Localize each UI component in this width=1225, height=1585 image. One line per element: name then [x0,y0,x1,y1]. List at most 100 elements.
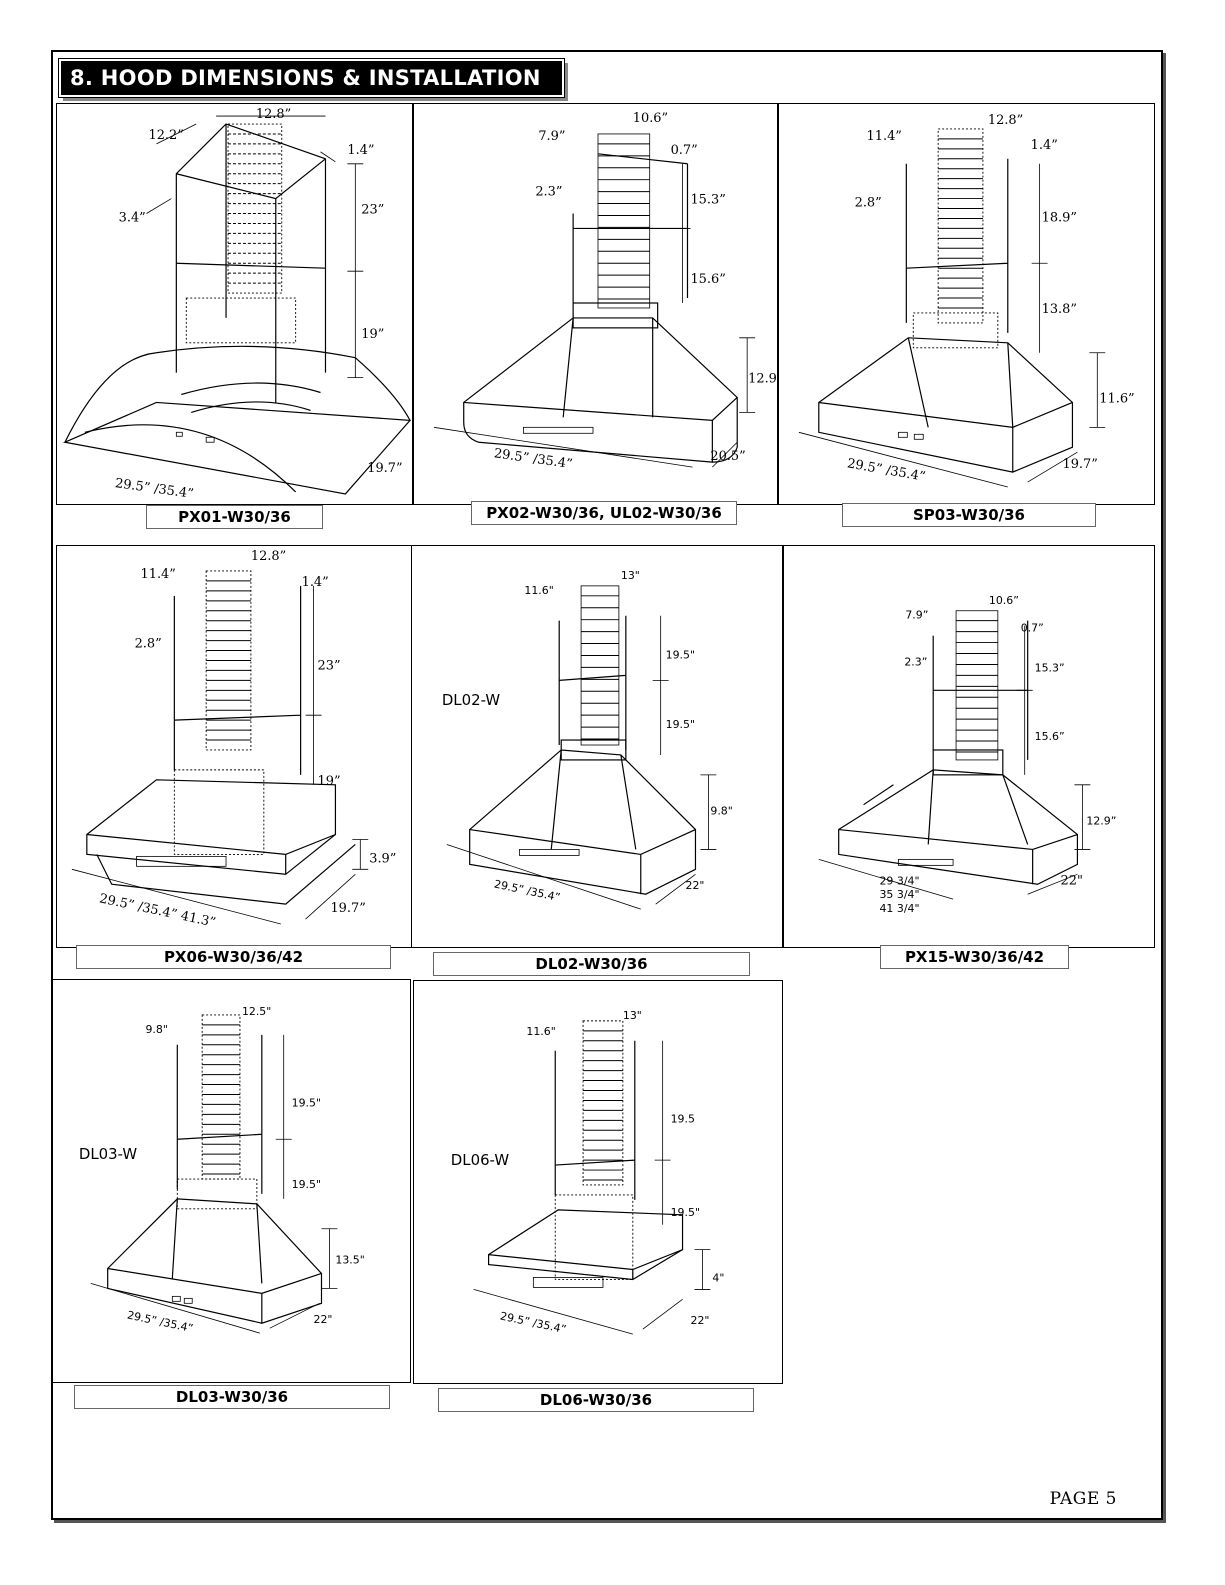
hood-diagram-dl02: DL02-W 13" 11.6" 19.5" 19.5" 9.8" 29.5” … [411,545,783,948]
svg-text:1.4”: 1.4” [347,143,374,158]
page-frame [51,50,1163,1520]
section-title: 8. HOOD DIMENSIONS & INSTALLATION OVERVI… [58,58,565,124]
svg-text:10.6”: 10.6” [633,111,668,126]
model-label-px01: PX01-W30/36 [146,505,323,529]
svg-text:2.8”: 2.8” [135,637,162,652]
svg-text:12.8”: 12.8” [988,113,1023,128]
svg-text:13": 13" [621,569,640,582]
svg-text:18.9”: 18.9” [1042,210,1077,225]
duct-coil [937,128,984,324]
svg-text:19.5": 19.5" [671,1206,700,1219]
svg-text:19.5": 19.5" [666,718,695,731]
duct-coil [201,1014,241,1180]
svg-text:4": 4" [712,1271,724,1284]
duct-coil [580,585,620,746]
svg-text:19.5: 19.5 [671,1112,695,1125]
model-label-dl03: DL03-W30/36 [74,1385,390,1409]
px01-drawing: 12.8” 12.2” 1.4” 3.4” 23” 19” 29.5” /35.… [62,107,412,502]
svg-text:DL03-W: DL03-W [79,1145,138,1163]
svg-text:11.4”: 11.4” [867,129,902,144]
svg-text:15.6”: 15.6” [1035,730,1065,743]
hood-diagram-sp03: 12.8” 11.4” 1.4” 2.8” 18.9” 13.8” 11.6” … [778,103,1155,505]
svg-text:13.8”: 13.8” [1042,302,1077,317]
px02-drawing: 10.6” 7.9” 0.7” 2.3” 15.3” 15.6” 12.9 29… [433,111,777,472]
duct-coil [582,1020,624,1186]
dl06-drawing: DL06-W 13" 11.6" 19.5 19.5" 4" 29.5” /35… [451,1009,725,1336]
svg-text:29.5” /35.4”: 29.5” /35.4” [493,877,561,904]
svg-text:29.5” /35.4”: 29.5” /35.4” [846,456,927,485]
page-number: PAGE 5 [1049,1489,1117,1509]
px15-drawing: 10.6” 7.9” 0.7” 2.3” 15.3” 15.6” 12.9” 2… [818,594,1116,915]
svg-text:2.3”: 2.3” [535,185,562,200]
duct-coil [227,123,283,294]
hood-diagram-dl06: DL06-W 13" 11.6" 19.5 19.5" 4" 29.5” /35… [413,980,783,1384]
svg-text:19.7”: 19.7” [1062,457,1097,472]
svg-text:11.6": 11.6" [526,1025,555,1038]
svg-text:0.7”: 0.7” [671,143,698,158]
hood-diagram-px15: 10.6” 7.9” 0.7” 2.3” 15.3” 15.6” 12.9” 2… [783,545,1155,948]
svg-text:11.6": 11.6" [524,584,553,597]
duct-coil [955,610,999,761]
hood-diagram-px06: 12.8” 11.4” 1.4” 2.8” 23” 19” 3.9” 29.5”… [56,545,413,948]
svg-text:23”: 23” [318,658,341,673]
svg-text:29.5” /35.4”: 29.5” /35.4” [126,1308,194,1335]
svg-text:19.5": 19.5" [292,1096,321,1109]
svg-text:41 3/4": 41 3/4" [879,902,919,915]
svg-text:2.3”: 2.3” [904,655,927,668]
svg-text:22": 22" [1061,873,1083,888]
svg-text:15.3”: 15.3” [1035,661,1065,674]
svg-text:DL06-W: DL06-W [451,1151,510,1169]
dl03-drawing: DL03-W 12.5" 9.8" 19.5" 19.5" 13.5" 29.5… [79,1005,365,1335]
svg-text:29.5” /35.4”: 29.5” /35.4” [114,476,194,502]
svg-text:12.9”: 12.9” [1086,815,1116,828]
duct-coil [205,570,252,751]
svg-text:13.5": 13.5" [335,1254,364,1267]
dl02-drawing: DL02-W 13" 11.6" 19.5" 19.5" 9.8" 29.5” … [442,569,733,910]
svg-text:15.3”: 15.3” [690,193,725,208]
svg-text:13": 13" [623,1009,642,1022]
svg-text:12.8”: 12.8” [251,549,286,564]
model-label-dl02: DL02-W30/36 [433,952,750,976]
svg-text:12.2”: 12.2” [148,128,183,143]
svg-text:1.4”: 1.4” [302,575,329,590]
svg-text:19”: 19” [361,327,384,342]
svg-text:20.5”: 20.5” [710,449,745,464]
svg-text:0.7”: 0.7” [1021,622,1044,635]
svg-text:1.4”: 1.4” [1031,138,1058,153]
svg-text:19.7”: 19.7” [330,901,365,916]
model-label-px15: PX15-W30/36/42 [880,945,1069,969]
svg-text:12.9: 12.9 [748,372,777,387]
sp03-drawing: 12.8” 11.4” 1.4” 2.8” 18.9” 13.8” 11.6” … [798,113,1135,488]
svg-text:2.8”: 2.8” [855,196,882,211]
svg-text:22": 22" [686,879,705,892]
svg-text:22": 22" [690,1314,709,1327]
svg-text:DL02-W: DL02-W [442,691,501,709]
hood-diagram-px02: 10.6” 7.9” 0.7” 2.3” 15.3” 15.6” 12.9 29… [413,103,778,505]
svg-text:35 3/4": 35 3/4" [879,888,919,901]
svg-text:11.4”: 11.4” [141,567,176,582]
svg-text:19.5": 19.5" [292,1178,321,1191]
svg-text:19.5": 19.5" [666,648,695,661]
svg-text:10.6”: 10.6” [989,594,1019,607]
svg-text:3.4”: 3.4” [119,210,146,225]
svg-text:29 3/4": 29 3/4" [879,874,919,887]
model-label-px06: PX06-W30/36/42 [76,945,391,969]
svg-text:12.5": 12.5" [242,1005,271,1018]
svg-text:9.8": 9.8" [710,805,732,818]
hood-diagram-dl03: DL03-W 12.5" 9.8" 19.5" 19.5" 13.5" 29.5… [52,979,411,1383]
svg-text:19.7”: 19.7” [367,461,402,476]
model-label-sp03: SP03-W30/36 [842,503,1096,527]
model-label-dl06: DL06-W30/36 [438,1388,754,1412]
svg-text:9.8": 9.8" [145,1023,167,1036]
svg-text:29.5” /35.4”: 29.5” /35.4” [499,1309,567,1336]
svg-text:15.6”: 15.6” [690,272,725,287]
svg-text:7.9”: 7.9” [905,609,928,622]
duct-coil [597,133,651,309]
svg-text:3.9”: 3.9” [369,851,396,866]
model-label-px02: PX02-W30/36, UL02-W30/36 [471,501,737,525]
svg-text:7.9”: 7.9” [538,129,565,144]
svg-text:19”: 19” [318,774,341,789]
px06-drawing: 12.8” 11.4” 1.4” 2.8” 23” 19” 3.9” 29.5”… [71,549,396,931]
svg-text:12.8”: 12.8” [256,107,291,122]
svg-text:11.6”: 11.6” [1099,391,1134,406]
